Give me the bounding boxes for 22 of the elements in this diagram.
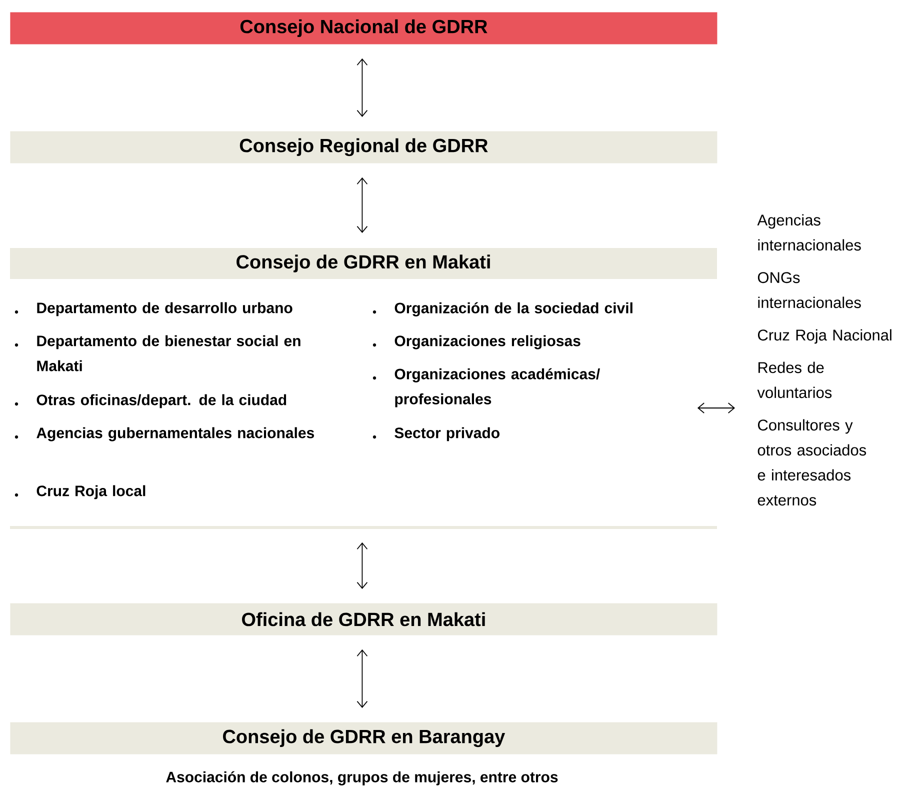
double-arrow bbox=[356, 58, 368, 117]
title-band: Oficina de GDRR en Makati bbox=[10, 603, 718, 636]
title-band: Consejo Regional de GDRR bbox=[10, 131, 718, 164]
title-band: Consejo Nacional de GDRR bbox=[10, 12, 718, 44]
council-panel bbox=[10, 248, 717, 529]
list-item: Cruz Roja local bbox=[14, 485, 146, 500]
list-item: Departamento de bienestar social en Makati bbox=[14, 335, 300, 372]
title-band: Consejo de GDRR en Barangay bbox=[10, 722, 718, 754]
panel-heading: Consejo de GDRR en Makati bbox=[236, 254, 490, 272]
list-item: Agencias gubernamentales nacionales bbox=[14, 427, 314, 442]
list-item: Departamento de desarrollo urbano bbox=[14, 302, 292, 316]
list-item: Sector privado bbox=[372, 427, 500, 442]
double-arrow bbox=[356, 542, 368, 589]
double-arrow bbox=[697, 402, 735, 414]
list-item: Otras oficinas/depart. de la ciudad bbox=[14, 394, 286, 408]
note-text: Asociación de colonos, grupos de mujeres, entre otros bbox=[166, 771, 558, 786]
list-item: Organizaciones religiosas bbox=[372, 335, 580, 350]
double-arrow bbox=[356, 177, 368, 233]
list-item: Organizaciones académicas/ profesionales bbox=[372, 368, 600, 408]
list-item: Organización de la sociedad civil bbox=[372, 302, 632, 316]
stakeholder-list: Agencias internacionales ONGs internacionales Cruz Roja Nacional Redes de voluntarios Consultores y otros asociados e interesados externos bbox=[757, 214, 892, 506]
double-arrow bbox=[356, 649, 368, 708]
